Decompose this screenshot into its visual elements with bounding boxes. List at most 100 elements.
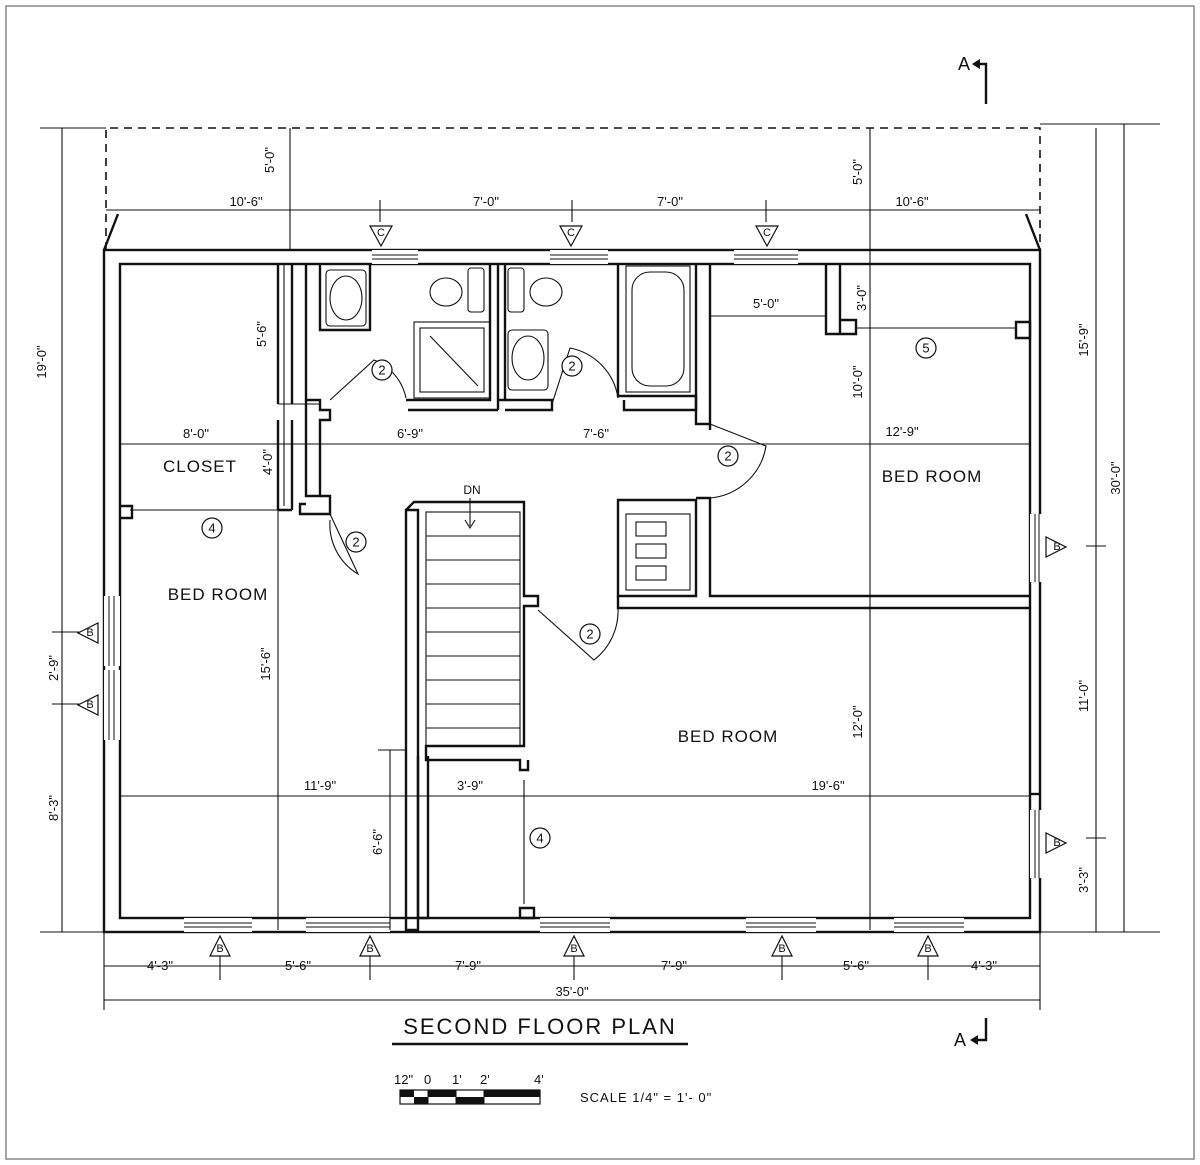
svg-text:B: B	[1053, 541, 1060, 553]
dim-bed-right-offset: 5'-0"	[753, 296, 779, 311]
dim-bed-bottom-width: 19'-6"	[811, 778, 845, 793]
door-swings	[329, 347, 767, 661]
dim-bath-1: 6'-9"	[397, 426, 423, 441]
dim-bed-bottom-height: 12'-0"	[850, 705, 865, 739]
fixtures	[325, 265, 691, 591]
door-tag: 4	[201, 517, 223, 539]
scale-bar-label: 0	[424, 1072, 431, 1087]
scale-bar-label: 2'	[480, 1072, 490, 1087]
dim-top-4: 10'-6"	[895, 194, 929, 209]
scale-bar: 12" 0 1' 2' 4' SCALE 1/4" = 1'- 0"	[394, 1072, 712, 1105]
window-tag: C	[754, 225, 780, 248]
dim-left-lower: 8'-3"	[46, 795, 61, 821]
dim-bath-2: 7'-6"	[583, 426, 609, 441]
svg-text:4: 4	[208, 521, 215, 536]
door-tag: 2	[579, 623, 601, 645]
window-tag: B	[1045, 832, 1068, 854]
dim-stair-width: 3'-9"	[457, 778, 483, 793]
window-tags: C C C B B B B B B B B B	[76, 225, 1068, 957]
window-tag: B	[359, 934, 381, 957]
plan-title: SECOND FLOOR PLAN	[403, 1014, 677, 1039]
svg-text:B: B	[1053, 837, 1060, 849]
dim-top-2: 7'-0"	[473, 194, 499, 209]
svg-text:C: C	[377, 227, 385, 239]
svg-text:2: 2	[568, 359, 575, 374]
section-mark-bottom-label: A	[954, 1030, 966, 1050]
window-tag: B	[917, 934, 939, 957]
dim-bottom-1: 4'-3"	[147, 958, 173, 973]
door-tag: 2	[345, 531, 367, 553]
window-tag: B	[1045, 536, 1068, 558]
svg-text:2: 2	[378, 363, 385, 378]
door-tag: 2	[561, 355, 583, 377]
dim-bed-right-width: 12'-9"	[885, 424, 919, 439]
dim-bed-right-3: 3'-0"	[854, 285, 869, 311]
dimension-labels: 10'-6" 7'-0" 7'-0" 10'-6" 5'-0" 5'-0" 5'…	[34, 147, 1123, 999]
svg-text:2: 2	[586, 627, 593, 642]
scale-bar-label: 4'	[534, 1072, 544, 1087]
scale-bar-label: 12"	[394, 1072, 413, 1087]
svg-text:B: B	[86, 699, 93, 711]
plan-title-block: SECOND FLOOR PLAN	[392, 1014, 688, 1046]
svg-text:B: B	[570, 943, 577, 955]
room-label-closet: CLOSET	[163, 457, 237, 476]
scale-text: SCALE 1/4" = 1'- 0"	[580, 1090, 712, 1105]
dim-top-3: 7'-0"	[657, 194, 683, 209]
dim-bottom-3: 7'-9"	[455, 958, 481, 973]
dim-bed-right-10: 10'-0"	[850, 365, 865, 399]
section-mark-top-label: A	[958, 54, 970, 74]
room-label-bedroom-left: BED ROOM	[168, 585, 269, 604]
interior-walls	[120, 264, 1040, 932]
dim-bed-left-width: 11'-9"	[304, 778, 337, 793]
section-mark-top: A	[958, 54, 988, 104]
door-tags: 2 2 2 2 2 4 4 5	[201, 337, 937, 849]
dim-left-window: 2'-9"	[46, 655, 61, 681]
svg-text:C: C	[763, 227, 771, 239]
stair-direction-label: DN	[463, 483, 480, 497]
window-tag: B	[771, 934, 793, 957]
svg-text:5: 5	[922, 341, 929, 356]
dim-top-right-5: 5'-0"	[850, 159, 865, 185]
room-labels: CLOSET BED ROOM BED ROOM BED ROOM	[163, 457, 981, 746]
room-label-bedroom-bottom: BED ROOM	[678, 727, 779, 746]
windows	[104, 250, 1044, 932]
window-tag: C	[368, 225, 394, 248]
dim-overall-width: 35'-0"	[555, 984, 589, 999]
svg-text:B: B	[778, 943, 785, 955]
dim-left-overall: 19'-0"	[34, 345, 49, 379]
door-tag: 2	[717, 445, 739, 467]
window-tag: B	[563, 934, 585, 957]
dim-right-lower: 3'-3"	[1076, 867, 1091, 893]
dim-bottom-4: 7'-9"	[661, 958, 687, 973]
window-tag: B	[209, 934, 231, 957]
dim-bottom-6: 4'-3"	[971, 958, 997, 973]
staircase: DN	[425, 483, 521, 747]
window-tag: B	[76, 694, 99, 716]
window-tag: B	[76, 622, 99, 644]
dim-closet-width: 8'-0"	[183, 426, 209, 441]
dim-closet-height: 4'-0"	[260, 449, 275, 475]
dim-bottom-2: 5'-6"	[285, 958, 311, 973]
door-tag: 2	[371, 359, 393, 381]
svg-text:4: 4	[536, 831, 543, 846]
svg-text:C: C	[567, 227, 575, 239]
svg-text:2: 2	[724, 449, 731, 464]
dim-right-upper: 15'-9"	[1076, 323, 1091, 357]
section-mark-bottom: A	[954, 1018, 988, 1050]
dim-stair-lower: 6'-6"	[370, 829, 385, 855]
door-tag: 4	[529, 827, 551, 849]
dim-top-1: 10'-6"	[229, 194, 263, 209]
dim-bed-left-height: 15'-6"	[258, 647, 273, 681]
svg-text:B: B	[86, 627, 93, 639]
svg-text:2: 2	[352, 535, 359, 550]
dim-right-middle: 11'-0"	[1076, 680, 1091, 713]
exterior-walls	[102, 213, 1042, 934]
page-frame	[5, 5, 1195, 1160]
dim-closet-depth: 5'-6"	[254, 321, 269, 347]
dim-bottom-5: 5'-6"	[843, 958, 869, 973]
window-tag: C	[558, 225, 584, 248]
dim-right-overall: 30'-0"	[1108, 461, 1123, 495]
roof-overhang	[105, 127, 1041, 250]
dimension-lines	[40, 123, 1160, 1010]
